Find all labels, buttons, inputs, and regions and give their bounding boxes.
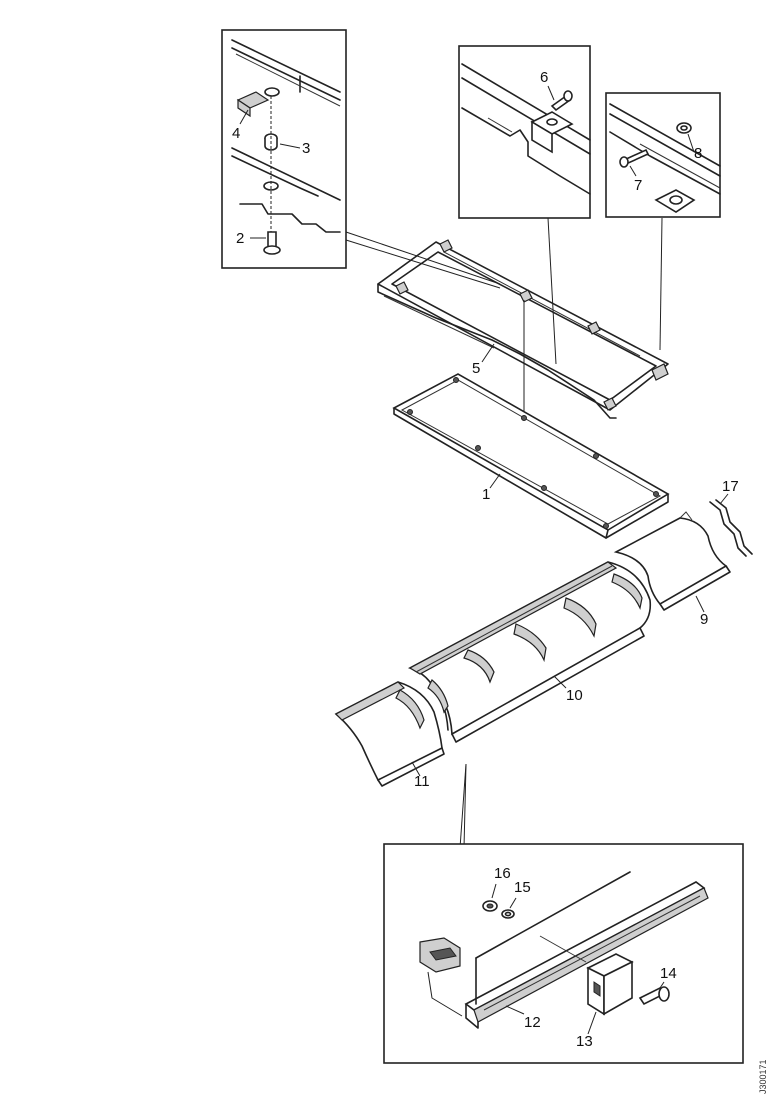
callout-9: 9: [700, 611, 708, 628]
detail-box-bracket-6: [458, 45, 591, 219]
detail-box-parts-12-16: [383, 843, 744, 1064]
cover-part-10: [407, 561, 652, 743]
callout-4: 4: [232, 125, 240, 142]
callout-16: 16: [494, 865, 511, 882]
frame-part-5: [377, 239, 669, 419]
side-piece-part-9: [613, 511, 731, 611]
callout-1: 1: [482, 486, 490, 503]
detail-box-fasteners-2-4: [221, 29, 347, 269]
callout-5: 5: [472, 360, 480, 377]
drawing-code: J300171: [758, 1059, 768, 1094]
callout-14: 14: [660, 965, 677, 982]
callout-17: 17: [722, 478, 739, 495]
callout-13: 13: [576, 1033, 593, 1050]
callout-10: 10: [566, 687, 583, 704]
callout-7: 7: [634, 177, 642, 194]
callout-12: 12: [524, 1014, 541, 1031]
callout-8: 8: [694, 145, 702, 162]
callout-11: 11: [414, 773, 430, 790]
callout-15: 15: [514, 879, 531, 896]
callout-2: 2: [236, 230, 244, 247]
panel-part-1: [392, 373, 670, 539]
strip-part-17: [709, 499, 753, 557]
callout-6: 6: [540, 69, 548, 86]
callout-3: 3: [302, 140, 310, 157]
end-piece-part-11: [334, 681, 445, 787]
detail-box-fasteners-7-8: [605, 92, 721, 218]
